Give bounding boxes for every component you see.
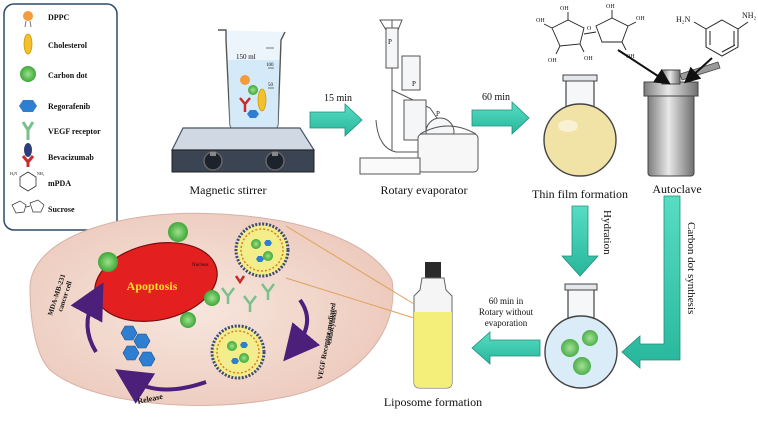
label-rotary-evaporator: Rotary evaporator: [381, 183, 468, 197]
hydration-flask: [544, 283, 618, 389]
vegf-receptors: [221, 283, 275, 312]
label-thin-film-formation: Thin film formation: [532, 187, 628, 201]
cancer-cell: Apoptosis Nucleus: [29, 212, 394, 406]
legend-label-mpda: mPDA: [48, 179, 71, 188]
sucrose-oh-6: OH: [636, 16, 645, 22]
arrow-to-apoptosis: [70, 282, 104, 354]
rotary-evaporator-illustration: P P P: [359, 19, 479, 175]
released-regorafenib: [120, 325, 156, 367]
sucrose-structure-large: [543, 10, 637, 55]
svg-text:P: P: [436, 110, 440, 118]
sucrose-oh-2: OH: [536, 18, 545, 24]
legend-label-vegf-receptor: VEGF receptor: [48, 127, 101, 136]
arrow-sucrose-to-autoclave: [617, 49, 671, 85]
liposome-entering: [234, 222, 290, 278]
legend-label-carbon-dot: Carbon dot: [48, 71, 88, 80]
svg-text:P: P: [412, 80, 416, 88]
cholesterol-icon: [23, 33, 33, 55]
mpda-nh2-label: NH₂: [37, 171, 45, 176]
label-60-min: 60 min: [482, 92, 510, 103]
thin-film-flask: [543, 74, 617, 177]
beaker-mark-100: 100: [266, 63, 274, 68]
mpda-structure-icon: H₂N NH₂: [10, 171, 45, 192]
vegf-receptor-icon: [21, 121, 35, 140]
label-rotary-line1: 60 min in: [489, 296, 524, 306]
bevacizumab-bound: [234, 275, 246, 285]
sucrose-oh-5: OH: [606, 4, 615, 10]
sucrose-structure-icon: [11, 199, 45, 214]
arrow-carbon-dot-synthesis: [621, 195, 681, 369]
mpda-nh2-label-large: NH₂: [742, 11, 757, 20]
autoclave-illustration: [643, 61, 721, 177]
label-rotary-line3: evaporation: [485, 318, 528, 328]
sucrose-oh-1: OH: [560, 6, 569, 12]
legend-panel: DPPC Cholesterol Carbon dot Regorafenib …: [3, 3, 118, 231]
liposome-internalized: [210, 324, 266, 380]
svg-text:P: P: [388, 38, 392, 46]
zoom-line-bottom: [285, 277, 415, 319]
legend-label-regorafenib: Regorafenib: [48, 102, 91, 111]
carbon-dot-icon: [20, 66, 36, 82]
zoom-line-top: [285, 225, 415, 305]
sucrose-oh-7: OH: [626, 54, 635, 60]
arrow-evaporator-to-thin-film: [471, 101, 530, 135]
arrow-stirrer-to-evaporator: [309, 103, 363, 137]
label-magnetic-stirrer: Magnetic stirrer: [190, 183, 267, 197]
legend-label-cholesterol: Cholesterol: [48, 41, 88, 50]
mpda-h2n-label-large: H₂N: [676, 15, 691, 24]
bevacizumab-icon: [21, 143, 35, 167]
arrow-flask-to-liposome: [471, 331, 541, 365]
label-apoptosis: Apoptosis: [127, 279, 178, 293]
beaker-mark-50: 50: [268, 83, 274, 88]
label-rotary-line2: Rotary without: [479, 307, 534, 317]
label-hydration: Hydration: [601, 210, 613, 255]
label-15-min: 15 min: [324, 93, 352, 104]
beaker-volume-label: 150 ml: [236, 53, 256, 61]
legend-label-dppc: DPPC: [48, 13, 70, 22]
legend-label-sucrose: Sucrose: [48, 205, 75, 214]
dppc-icon: [23, 11, 33, 28]
sucrose-oh-3: OH: [548, 58, 557, 64]
mpda-structure-large: [693, 19, 749, 57]
sucrose-o-bridge: O: [587, 26, 592, 32]
arrow-release: [115, 369, 207, 404]
mpda-h2n-label: H₂N: [10, 171, 17, 176]
sucrose-oh-4: OH: [584, 56, 593, 62]
label-nucleus: Nucleus: [192, 263, 208, 268]
arrow-mpda-to-autoclave: [684, 57, 713, 84]
liposome-vial: [413, 262, 453, 389]
arrow-endocytosis: [283, 298, 321, 362]
label-autoclave: Autoclave: [652, 182, 701, 196]
label-liposome-formation: Liposome formation: [384, 395, 482, 409]
magnetic-stirrer-illustration: 150 ml 100 50: [171, 29, 316, 173]
regorafenib-icon: [19, 100, 37, 112]
beaker-volume-text: 150 ml: [236, 53, 256, 61]
legend-label-bevacizumab: Bevacizumab: [48, 153, 94, 162]
sucrose-labels: OH OH OH OH OH OH OH O: [536, 4, 645, 64]
arrow-hydration: [561, 205, 599, 277]
label-carbon-dot-synthesis: Carbon dot synthesis: [685, 222, 697, 314]
